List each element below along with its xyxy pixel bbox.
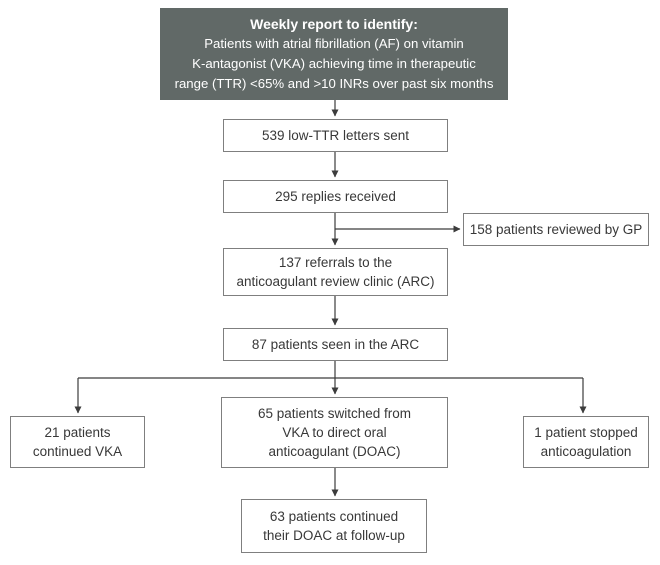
node-continued-vka: 21 patients continued VKA (10, 416, 145, 468)
node-letters-sent: 539 low-TTR letters sent (223, 119, 448, 152)
node-seen-in-arc: 87 patients seen in the ARC (223, 328, 448, 361)
node-stopped-anticoagulation: 1 patient stopped anticoagulation (523, 416, 649, 468)
node-doac-followup: 63 patients continued their DOAC at foll… (241, 499, 427, 553)
node-replies-received: 295 replies received (223, 180, 448, 213)
header-body: Patients with atrial fibrillation (AF) o… (174, 36, 494, 92)
node-referrals-arc: 137 referrals to the anticoagulant revie… (223, 248, 448, 296)
node-switched-to-doac: 65 patients switched from VKA to direct … (221, 397, 448, 468)
node-reviewed-by-gp: 158 patients reviewed by GP (463, 213, 649, 246)
header-node: Weekly report to identify: Patients with… (160, 8, 508, 100)
header-title: Weekly report to identify: (250, 16, 418, 33)
